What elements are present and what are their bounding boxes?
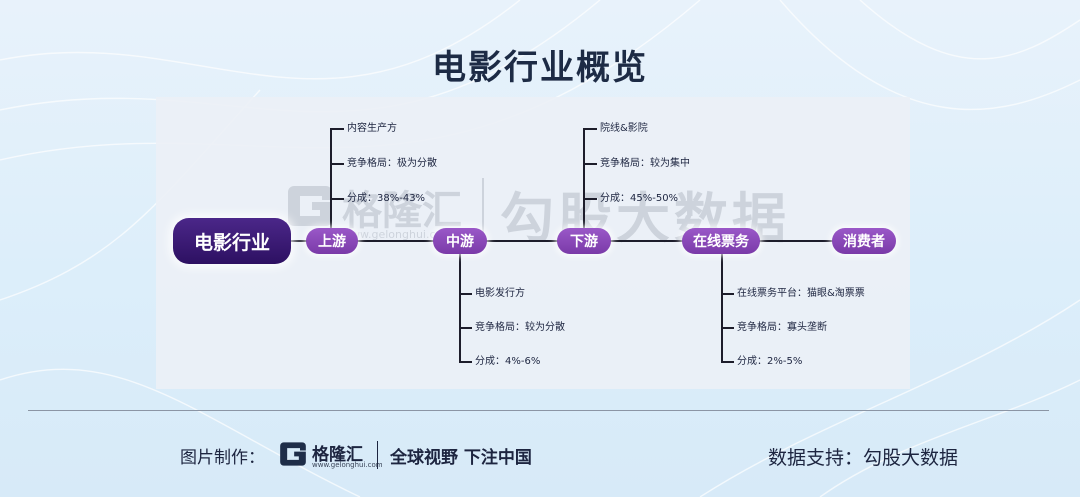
gelonghui-logo-icon [288, 186, 332, 226]
upstream-branch-line [330, 128, 344, 229]
made-by-label: 图片制作： [180, 448, 265, 468]
watermark-brand: 格隆汇 [342, 188, 462, 234]
upstream-detail: 分成：38%-43% [347, 193, 426, 204]
data-source: 数据支持：勾股大数据 [768, 447, 959, 469]
gelonghui-logo-icon [280, 442, 306, 466]
page-title: 电影行业概览 [432, 48, 648, 88]
midstream-detail: 电影发行方 [475, 288, 525, 299]
stage-node-midstream: 中游 [433, 228, 487, 254]
watermark-divider [482, 178, 484, 238]
stage-node-upstream: 上游 [306, 228, 358, 254]
footer-brand: 格隆汇 [312, 445, 363, 465]
downstream-detail: 竞争格局：较为集中 [600, 158, 690, 169]
footer-separator [377, 441, 378, 469]
stage-node-online-ticketing: 在线票务 [682, 228, 760, 254]
ticketing-detail: 在线票务平台：猫眼&淘票票 [737, 288, 865, 299]
stage-node-downstream: 下游 [557, 228, 611, 254]
upstream-detail: 内容生产方 [347, 123, 397, 134]
ticketing-detail: 分成：2%-5% [737, 356, 803, 367]
ticketing-detail: 竞争格局：寡头垄断 [737, 322, 827, 333]
downstream-branch-line [583, 128, 597, 229]
footer-brand-url: www.gelonghui.com [312, 461, 383, 469]
root-node: 电影行业 [173, 218, 291, 264]
watermark-url: www.gelonghui.com [342, 228, 453, 241]
downstream-detail: 分成：45%-50% [600, 193, 679, 204]
ticketing-branch-line [721, 253, 734, 363]
downstream-detail: 院线&影院 [600, 123, 648, 134]
footer-slogan: 全球视野 下注中国 [390, 448, 532, 468]
midstream-detail: 竞争格局：较为分散 [475, 322, 565, 333]
stage-node-consumer: 消费者 [832, 228, 896, 254]
upstream-detail: 竞争格局：极为分散 [347, 158, 437, 169]
midstream-branch-line [459, 253, 472, 363]
footer-divider [28, 410, 1049, 411]
midstream-detail: 分成：4%-6% [475, 356, 541, 367]
